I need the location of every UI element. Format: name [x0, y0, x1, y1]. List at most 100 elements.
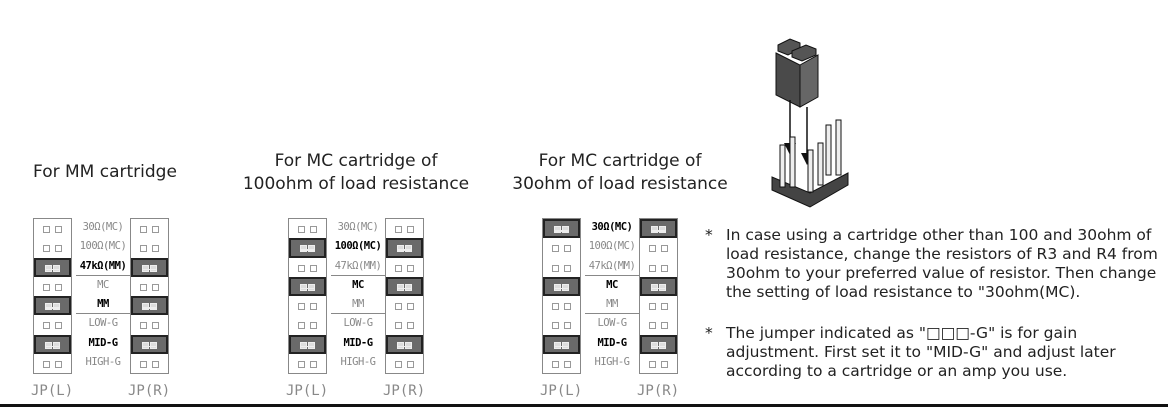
pin	[310, 322, 317, 330]
note-text: The jumper indicated as "□□□-G" is for g…	[726, 324, 1116, 380]
pin	[405, 341, 412, 349]
pin-pair	[640, 258, 677, 277]
pin	[142, 264, 149, 272]
pin-pair	[543, 238, 580, 257]
jp-right-label: JP(R)	[383, 383, 426, 399]
pin	[298, 264, 305, 272]
asterisk: *	[705, 226, 713, 244]
row-label: 100Ω(MC)	[588, 240, 636, 253]
row-label: 30Ω(MC)	[591, 221, 633, 233]
pin	[649, 361, 656, 369]
jumper-cap	[543, 219, 580, 239]
pin	[659, 226, 666, 233]
jumper-cap	[34, 257, 71, 277]
pin-pair	[386, 258, 423, 277]
row-label: MM	[76, 295, 130, 315]
jumper-cap	[386, 334, 423, 355]
pin	[310, 303, 317, 311]
pin	[53, 264, 60, 272]
cap-bar	[300, 345, 315, 348]
pin	[651, 341, 658, 349]
pin-pair	[386, 296, 423, 315]
row-label: HIGH-G	[594, 356, 630, 369]
pin-pair	[34, 277, 71, 296]
jumper-block-left	[288, 218, 327, 375]
pin	[395, 303, 402, 311]
pin-pair	[131, 277, 168, 296]
pin	[55, 361, 62, 369]
row-label: HIGH-G	[340, 356, 376, 369]
cap-bar	[397, 287, 412, 290]
row-label: MID-G	[343, 336, 373, 349]
row-label: LOW-G	[88, 317, 118, 330]
pin	[298, 226, 305, 233]
pin	[564, 322, 571, 330]
cap-bar	[397, 345, 412, 348]
pin	[395, 264, 402, 272]
pin-pair	[640, 315, 677, 334]
row-label: LOW-G	[597, 317, 627, 330]
pin-pair	[289, 315, 326, 334]
pin	[43, 226, 50, 233]
pin	[298, 322, 305, 330]
pin	[649, 245, 656, 253]
pin	[407, 264, 414, 272]
jumper-cap	[34, 296, 71, 316]
cap-bar	[142, 268, 157, 271]
pin	[150, 264, 157, 272]
cap-bar	[300, 249, 315, 251]
pin	[552, 322, 559, 330]
pin-pair	[640, 238, 677, 257]
pin	[661, 303, 668, 311]
pin	[395, 322, 402, 330]
pin-pair	[386, 354, 423, 373]
asterisk: *	[705, 324, 713, 342]
pin	[140, 226, 147, 233]
pin-pair	[386, 219, 423, 238]
pin	[140, 283, 147, 291]
pin	[397, 245, 404, 253]
pin	[152, 361, 159, 369]
pin	[407, 303, 414, 311]
jumper-block-left	[542, 218, 581, 375]
cap-bar	[300, 287, 315, 290]
pin-pair	[543, 315, 580, 334]
row-label: 47kΩ(MM)	[76, 257, 130, 276]
pin-pair	[131, 238, 168, 257]
pin	[142, 341, 149, 349]
pin	[651, 226, 658, 233]
pin	[564, 245, 571, 253]
pin	[562, 226, 569, 233]
panel-title-mm: For MM cartridge	[0, 161, 235, 184]
jumper-cap	[131, 334, 168, 355]
pin	[552, 264, 559, 272]
pin-pair	[289, 296, 326, 315]
pin	[43, 361, 50, 369]
pin-pair	[386, 315, 423, 334]
pin	[140, 322, 147, 330]
pin	[659, 283, 666, 291]
note-gain: * The jumper indicated as "□□□-G" is for …	[705, 324, 1165, 381]
pin	[45, 264, 52, 272]
jumper-block-left	[33, 218, 72, 375]
pin	[405, 283, 412, 291]
pin	[395, 361, 402, 369]
pin	[308, 341, 315, 349]
pin	[554, 226, 561, 233]
cap-bar	[45, 268, 60, 271]
title-line: 30ohm of load resistance	[512, 174, 728, 194]
pin	[562, 341, 569, 349]
jumper-block-right	[385, 218, 424, 375]
pin-pair	[131, 315, 168, 334]
jumper-block-right	[130, 218, 169, 375]
pin	[564, 361, 571, 369]
row-label: 47kΩ(MM)	[331, 257, 385, 276]
jumper-cap	[640, 219, 677, 239]
pin	[43, 283, 50, 291]
row-label: 100Ω(MC)	[334, 240, 382, 253]
